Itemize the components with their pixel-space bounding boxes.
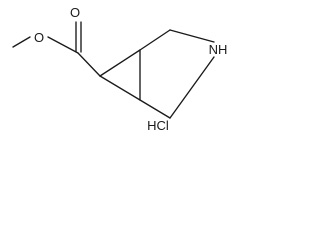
bond-methyl-oxygen — [12, 36, 31, 48]
bond-oxygen-carbonyl — [47, 36, 79, 54]
chemical-structure-diagram: O O NH HCl — [12, 5, 228, 133]
bond-cyclopropane-1 — [99, 49, 141, 77]
ring-nitrogen-label: NH — [209, 42, 228, 57]
bond-pyrrolidine-2 — [169, 29, 215, 43]
bond-pyrrolidine-4 — [139, 99, 171, 119]
bond-cyclopropane-3 — [99, 75, 141, 101]
hcl-salt-label: HCl — [147, 118, 169, 133]
bond-carbonyl-cyclopropane — [77, 52, 101, 77]
ester-carbonyl-oxygen-label: O — [70, 5, 80, 20]
bond-pyrrolidine-1 — [139, 29, 171, 51]
ester-alkoxy-oxygen-label: O — [34, 30, 44, 45]
bond-pyrrolidine-3 — [169, 56, 215, 119]
